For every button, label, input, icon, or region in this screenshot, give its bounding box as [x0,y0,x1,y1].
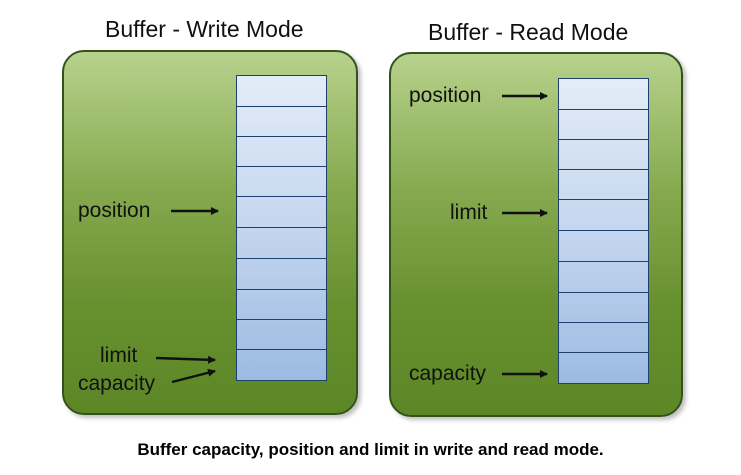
write-mode-title: Buffer - Write Mode [105,16,304,42]
buffer-cell [559,261,648,262]
read-position-label: position [409,84,482,107]
buffer-cell [559,169,648,170]
buffer-cell [559,322,648,323]
write-limit-label: limit [100,344,138,367]
buffer-cell [559,139,648,140]
buffer-cell [237,196,326,197]
read-capacity-label: capacity [409,362,487,385]
write-capacity-label: capacity [78,372,156,395]
write-position-label: position [78,199,151,222]
diagram-caption: Buffer capacity, position and limit in w… [137,440,604,459]
read-mode-buffer [558,78,649,384]
buffer-cell [559,230,648,231]
read-limit-label: limit [450,201,488,224]
buffer-cell [237,258,326,259]
buffer-cell [559,292,648,293]
read-mode-title: Buffer - Read Mode [428,19,629,45]
buffer-cell [237,289,326,290]
buffer-cell [237,166,326,167]
write-mode-buffer [236,75,327,381]
buffer-cell [237,136,326,137]
buffer-cell [237,349,326,350]
buffer-cell [559,352,648,353]
buffer-cell [237,106,326,107]
buffer-cell [559,109,648,110]
buffer-cell [559,199,648,200]
buffer-cell [237,319,326,320]
buffer-cell [237,227,326,228]
